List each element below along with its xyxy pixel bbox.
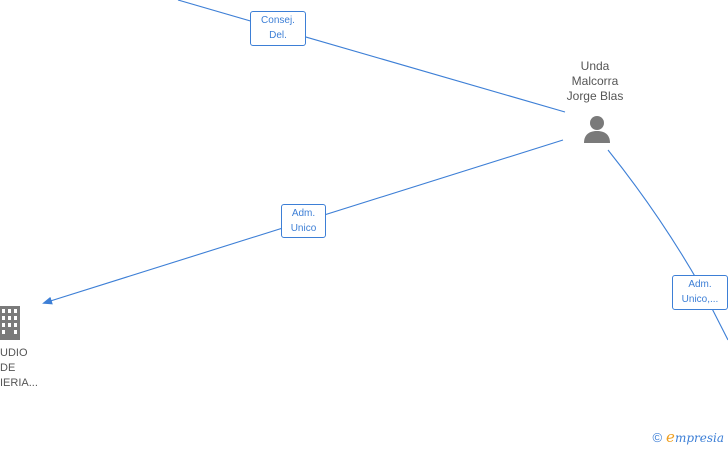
brand-logo: empresia	[666, 428, 724, 446]
edge-consej-del	[177, 0, 566, 113]
company-node-label[interactable]: UDIO DE IERIA...	[0, 346, 38, 391]
person-name-line: Malcorra	[571, 74, 619, 88]
company-name-line: UDIO	[0, 347, 28, 359]
empresia-watermark: © empresia	[652, 428, 724, 446]
person-icon[interactable]	[582, 114, 612, 144]
edge-label-line: Unico,...	[681, 294, 719, 305]
brand-initial: e	[666, 428, 675, 446]
company-name-line: DE	[0, 362, 16, 374]
brand-name: mpresia	[674, 431, 724, 445]
edge-label-line: Adm.	[688, 279, 712, 290]
building-icon[interactable]	[0, 306, 22, 342]
edge-label-consej-del[interactable]: Consej. Del.	[250, 11, 306, 46]
edge-label-line: Adm.	[291, 208, 316, 219]
copyright-icon: ©	[652, 429, 663, 445]
edge-label-adm-unico-right[interactable]: Adm. Unico,...	[672, 275, 728, 310]
person-name-line: Unda	[580, 59, 610, 73]
person-node-label[interactable]: Unda Malcorra Jorge Blas	[554, 59, 636, 104]
edge-adm-unico-right	[607, 149, 728, 341]
edge-label-adm-unico[interactable]: Adm. Unico	[281, 204, 326, 238]
edge-label-line: Del.	[269, 30, 287, 41]
edge-label-line: Unico	[290, 223, 317, 234]
person-name-line: Jorge Blas	[566, 89, 624, 103]
edge-label-line: Consej.	[261, 15, 295, 26]
company-name-line: IERIA...	[0, 377, 38, 389]
